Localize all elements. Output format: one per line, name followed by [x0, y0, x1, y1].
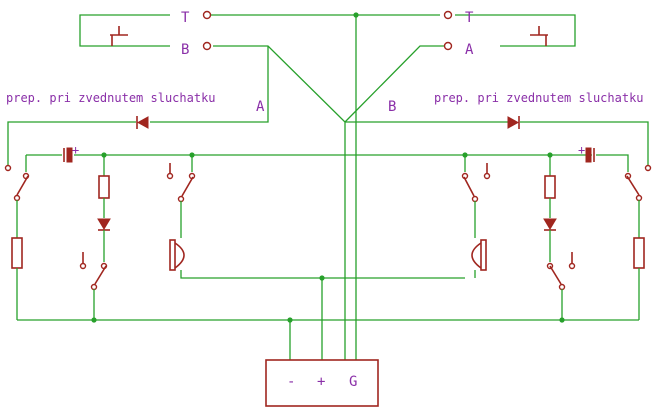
- left-buzzer: [11, 237, 23, 269]
- terminal-right-t: [443, 10, 453, 20]
- left-led: [97, 218, 111, 230]
- left-resistor: [98, 175, 110, 199]
- psu-ground: G: [349, 374, 357, 390]
- right-note: prep. pri zvednutem sluchatku: [434, 91, 644, 105]
- terminal-left-b: [202, 41, 212, 51]
- right-diode-line: [345, 116, 649, 165]
- right-earpiece: [480, 239, 487, 271]
- terminal-left-t-label: T: [181, 10, 190, 26]
- power-supply: - + G: [265, 359, 379, 407]
- left-capacitor: +: [63, 143, 79, 163]
- right-buzzer: [633, 237, 645, 269]
- right-led: [543, 218, 557, 230]
- psu-minus: -: [287, 374, 295, 390]
- right-station: [461, 155, 652, 320]
- left-cap-polarity: +: [72, 143, 79, 157]
- line-label-a: A: [256, 99, 265, 115]
- right-capacitor: +: [578, 143, 595, 163]
- terminal-right-t-label: T: [465, 10, 474, 26]
- junction-dot: [353, 12, 359, 18]
- terminal-right-a: [443, 41, 453, 51]
- right-hook-button: [530, 26, 548, 46]
- top-wiring: [79, 14, 576, 360]
- right-cap-polarity: +: [578, 143, 585, 157]
- terminal-right-a-label: A: [465, 42, 474, 58]
- left-station: [4, 155, 465, 320]
- psu-plus: +: [317, 374, 325, 390]
- left-earpiece: [169, 239, 176, 271]
- right-resistor: [544, 175, 556, 199]
- terminal-left-b-label: B: [181, 42, 189, 58]
- terminal-left-t: [202, 10, 212, 20]
- line-label-b: B: [388, 99, 396, 115]
- left-hook-button: [110, 26, 128, 46]
- left-diode-line: [7, 46, 269, 165]
- left-note: prep. pri zvednutem sluchatku: [6, 91, 216, 105]
